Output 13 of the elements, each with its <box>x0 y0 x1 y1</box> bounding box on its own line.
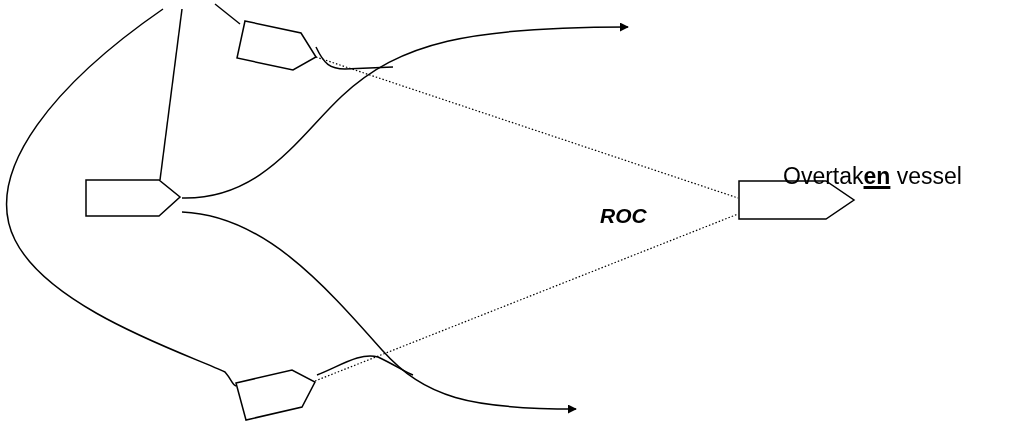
vessel-caption: Overtaken vessel <box>783 165 962 188</box>
vessel-shape <box>235 19 318 72</box>
course-line <box>214 3 241 25</box>
course-arrow <box>181 211 577 414</box>
zone-label: ROC <box>600 205 647 226</box>
course-line <box>315 46 394 70</box>
course-line <box>316 355 414 376</box>
course-line <box>5 8 237 387</box>
vessel-shape <box>85 179 182 217</box>
dotted-line <box>314 213 739 382</box>
course-line <box>159 8 183 181</box>
vessel-shape <box>234 368 317 421</box>
course-arrow <box>181 22 629 199</box>
